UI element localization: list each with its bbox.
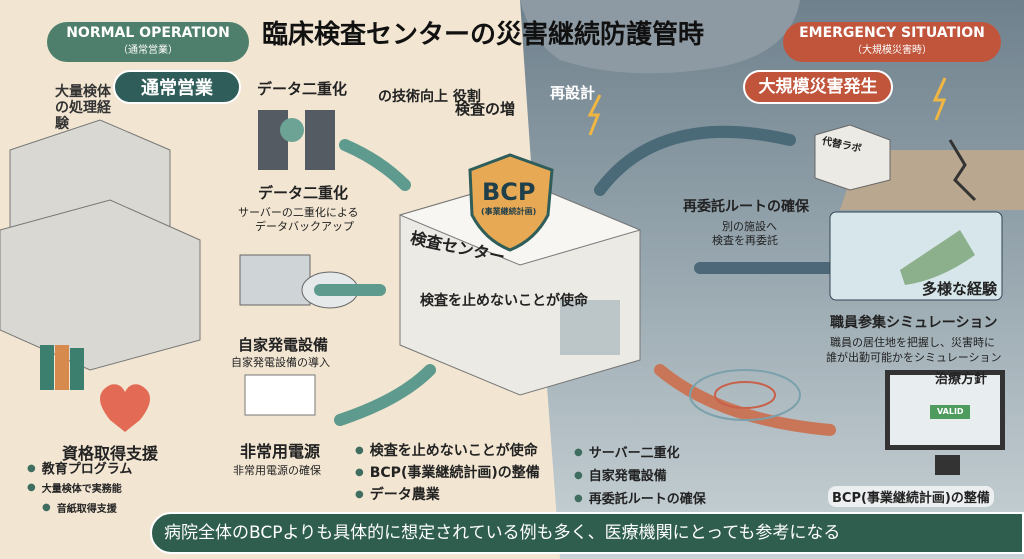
bullet-item: 自家発電設備 (574, 465, 706, 488)
qualification-bullets: 教育プログラム 大量検体で実務能 音紙取得支援 (27, 460, 133, 519)
emergency-sub: （大規模災害時） (852, 45, 932, 56)
generator-title: 自家発電設備 (238, 336, 329, 354)
staff-sim-desc2: 誰が出勤可能かをシミュレーション (826, 351, 1002, 364)
target-rings (689, 369, 801, 421)
redesign-fragment: 再設計 (550, 84, 596, 102)
right-bullets: サーバー二重化 自家発電設備 再委託ルートの確保 (574, 442, 706, 511)
reconsign-desc2: 検査を再委託 (712, 234, 778, 247)
normal-tag: 通常営業 (113, 70, 241, 104)
qualification-title: 資格取得支援 (62, 444, 159, 463)
heart-hands-icon (100, 384, 150, 432)
generator-icon (239, 254, 359, 309)
presentation-board (244, 374, 316, 416)
normal-operation-sub: （通常営業） (118, 45, 178, 56)
bullet-item: BCP(事業継続計画)の整備 (355, 462, 540, 484)
staff-sim-desc1: 職員の居住地を把握し、災害時に (830, 336, 995, 349)
role-fragment: の技術向上 役割 (378, 89, 481, 105)
center-mission: 検査を止めないことが使命 (420, 293, 588, 309)
bullet-item: データ農業 (355, 484, 540, 506)
bullet-item: 再委託ルートの確保 (574, 488, 706, 511)
normal-overlay-text: 大量検体の処理経験 (55, 84, 111, 132)
data-dup-desc1: サーバーの二重化による (238, 206, 359, 219)
page-title: 臨床検査センターの災害継続防護管時 (262, 20, 705, 50)
treatment-label: 治療方針 (935, 372, 988, 387)
emergency-badge: EMERGENCY SITUATION （大規模災害時） (783, 22, 1001, 62)
staff-sim-title: 職員参集シミュレーション (830, 315, 998, 331)
generator-desc: 自家発電設備の導入 (231, 356, 330, 369)
data-dup-title: データ二重化 (258, 184, 349, 202)
bottom-banner: 病院全体のBCPよりも具体的に想定されている例も多く、医療機関にとっても参考にな… (150, 512, 1024, 554)
bcp-shield-icon (468, 153, 554, 252)
reconsign-desc1: 別の施設へ (722, 220, 777, 233)
mid-bullets: 検査を止めないことが使命 BCP(事業継続計画)の整備 データ農業 (355, 440, 540, 506)
japan-map (829, 211, 1003, 301)
shield-subtext: (事業継続計画) (481, 207, 537, 216)
books-icon (40, 345, 84, 390)
valid-label: VALID (937, 407, 964, 416)
bullet-item: 検査を止めないことが使命 (355, 440, 540, 462)
bullet-item-cont: 音紙取得支援 (27, 499, 132, 519)
server-icon (258, 110, 335, 170)
emergency-label: EMERGENCY SITUATION (799, 25, 985, 41)
data-dup-top-label: データ二重化 (257, 80, 348, 98)
data-dup-desc2: データバックアップ (255, 220, 354, 233)
normal-operation-badge: NORMAL OPERATION （通常営業） (47, 22, 249, 62)
banner-text: 病院全体のBCPよりも具体的に想定されている例も多く、医療機関にとっても参考にな… (164, 523, 841, 543)
shield-text: BCP (482, 178, 536, 206)
bullet-item: サーバー二重化 (574, 442, 706, 465)
increase-fragment: 検査の増 (455, 100, 516, 118)
bullet-item: 教育プログラム (27, 460, 133, 479)
emergency-power-desc: 非常用電源の確保 (233, 464, 321, 477)
bullet-item: 大量検体で実務能 (27, 479, 132, 499)
sync-icon (280, 118, 304, 142)
disaster-tag: 大規模災害発生 (743, 70, 893, 104)
lightning-icon (587, 77, 947, 136)
reconsign-title: 再委託ルートの確保 (683, 199, 809, 215)
bcp-ready-label: BCP(事業継続計画)の整備 (828, 486, 994, 507)
alt-lab-building (814, 124, 891, 191)
normal-operation-label: NORMAL OPERATION (66, 25, 230, 41)
map-label: 多様な経験 (922, 280, 998, 298)
emergency-power-title: 非常用電源 (240, 442, 321, 461)
